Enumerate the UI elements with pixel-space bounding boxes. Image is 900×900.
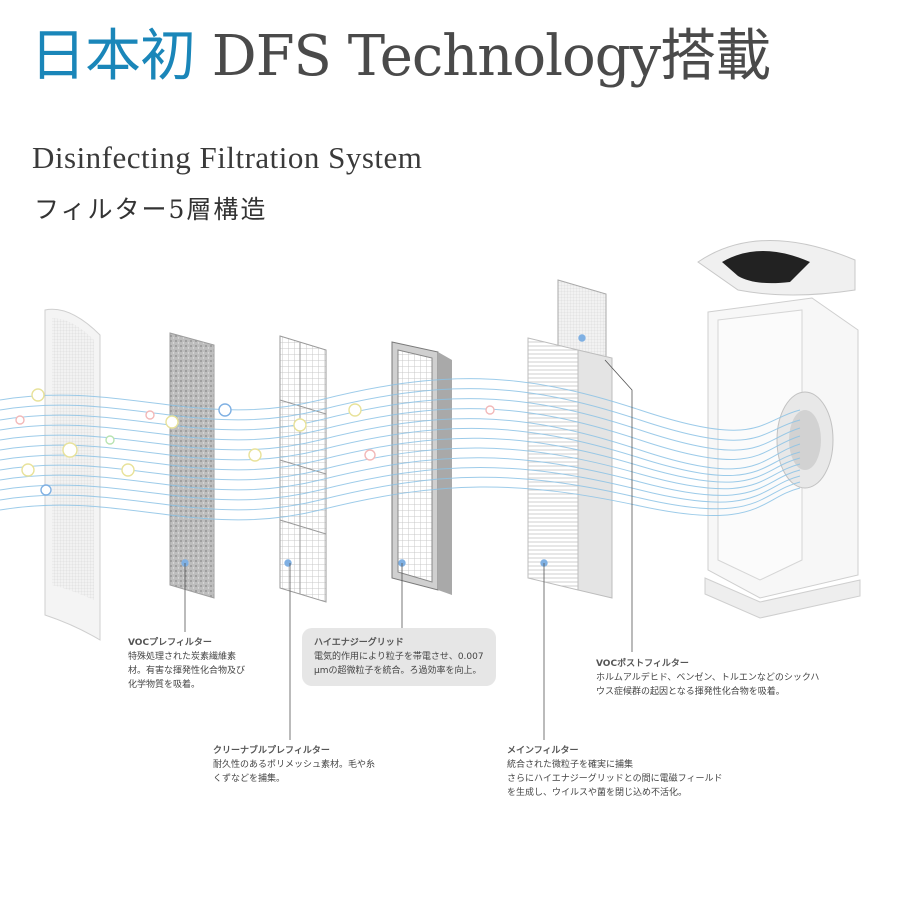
purifier-unit [697, 240, 861, 619]
annotation-body: 耐久性のあるポリメッシュ素材。毛や糸 くずなどを捕集。 [213, 760, 376, 784]
annotation-title: VOCプレフィルター [128, 638, 212, 648]
annotation-title: ハイエナジーグリッド [314, 638, 404, 648]
leader-lines [184, 359, 633, 740]
particles [15, 334, 586, 567]
annotation-body: 特殊処理された炭素繊維素 材。有害な揮発性化合物及び 化学物質を吸着。 [128, 652, 246, 690]
front-cover-panel [44, 308, 101, 641]
annotation-cleanable-prefilter: クリーナブルプレフィルター 耐久性のあるポリメッシュ素材。毛や糸 くずなどを捕集… [213, 744, 375, 786]
annotation-body: 統合された微粒子を確実に捕集 さらにハイエナジーグリッドとの間に電磁フィールド … [507, 760, 723, 798]
annotation-voc-prefilter: VOCプレフィルター 特殊処理された炭素繊維素 材。有害な揮発性化合物及び 化学… [128, 636, 245, 692]
title-rest: DFS Technology搭載 [195, 24, 771, 89]
annotation-body: 電気的作用により粒子を帯電させ、0.007 μmの超微粒子を統合。ろ過効率を向上… [314, 652, 484, 676]
title-accent: 日本初 [30, 24, 196, 89]
cleanable-prefilter-panel [279, 335, 327, 603]
subtitle-jp: フィルター5層構造 [34, 195, 268, 224]
annotation-voc-postfilter: VOCポストフィルター ホルムアルデヒド、ベンゼン、トルエンなどのシックハ ウス… [596, 657, 819, 699]
voc-prefilter-panel [169, 332, 215, 599]
subtitle: Disinfecting Filtration System [32, 140, 423, 175]
airflow-lines [0, 378, 801, 521]
annotation-title: メインフィルター [507, 746, 579, 756]
annotation-main-filter: メインフィルター 統合された微粒子を確実に捕集 さらにハイエナジーグリッドとの間… [507, 744, 722, 800]
annotation-title: クリーナブルプレフィルター [213, 746, 330, 756]
annotation-high-energy-grid: ハイエナジーグリッド 電気的作用により粒子を帯電させ、0.007 μmの超微粒子… [302, 628, 496, 686]
page-title: 日本初 DFS Technology搭載 [30, 24, 771, 89]
annotation-body: ホルムアルデヒド、ベンゼン、トルエンなどのシックハ ウス症候群の起因となる揮発性… [596, 673, 820, 697]
annotation-title: VOCポストフィルター [596, 659, 689, 669]
